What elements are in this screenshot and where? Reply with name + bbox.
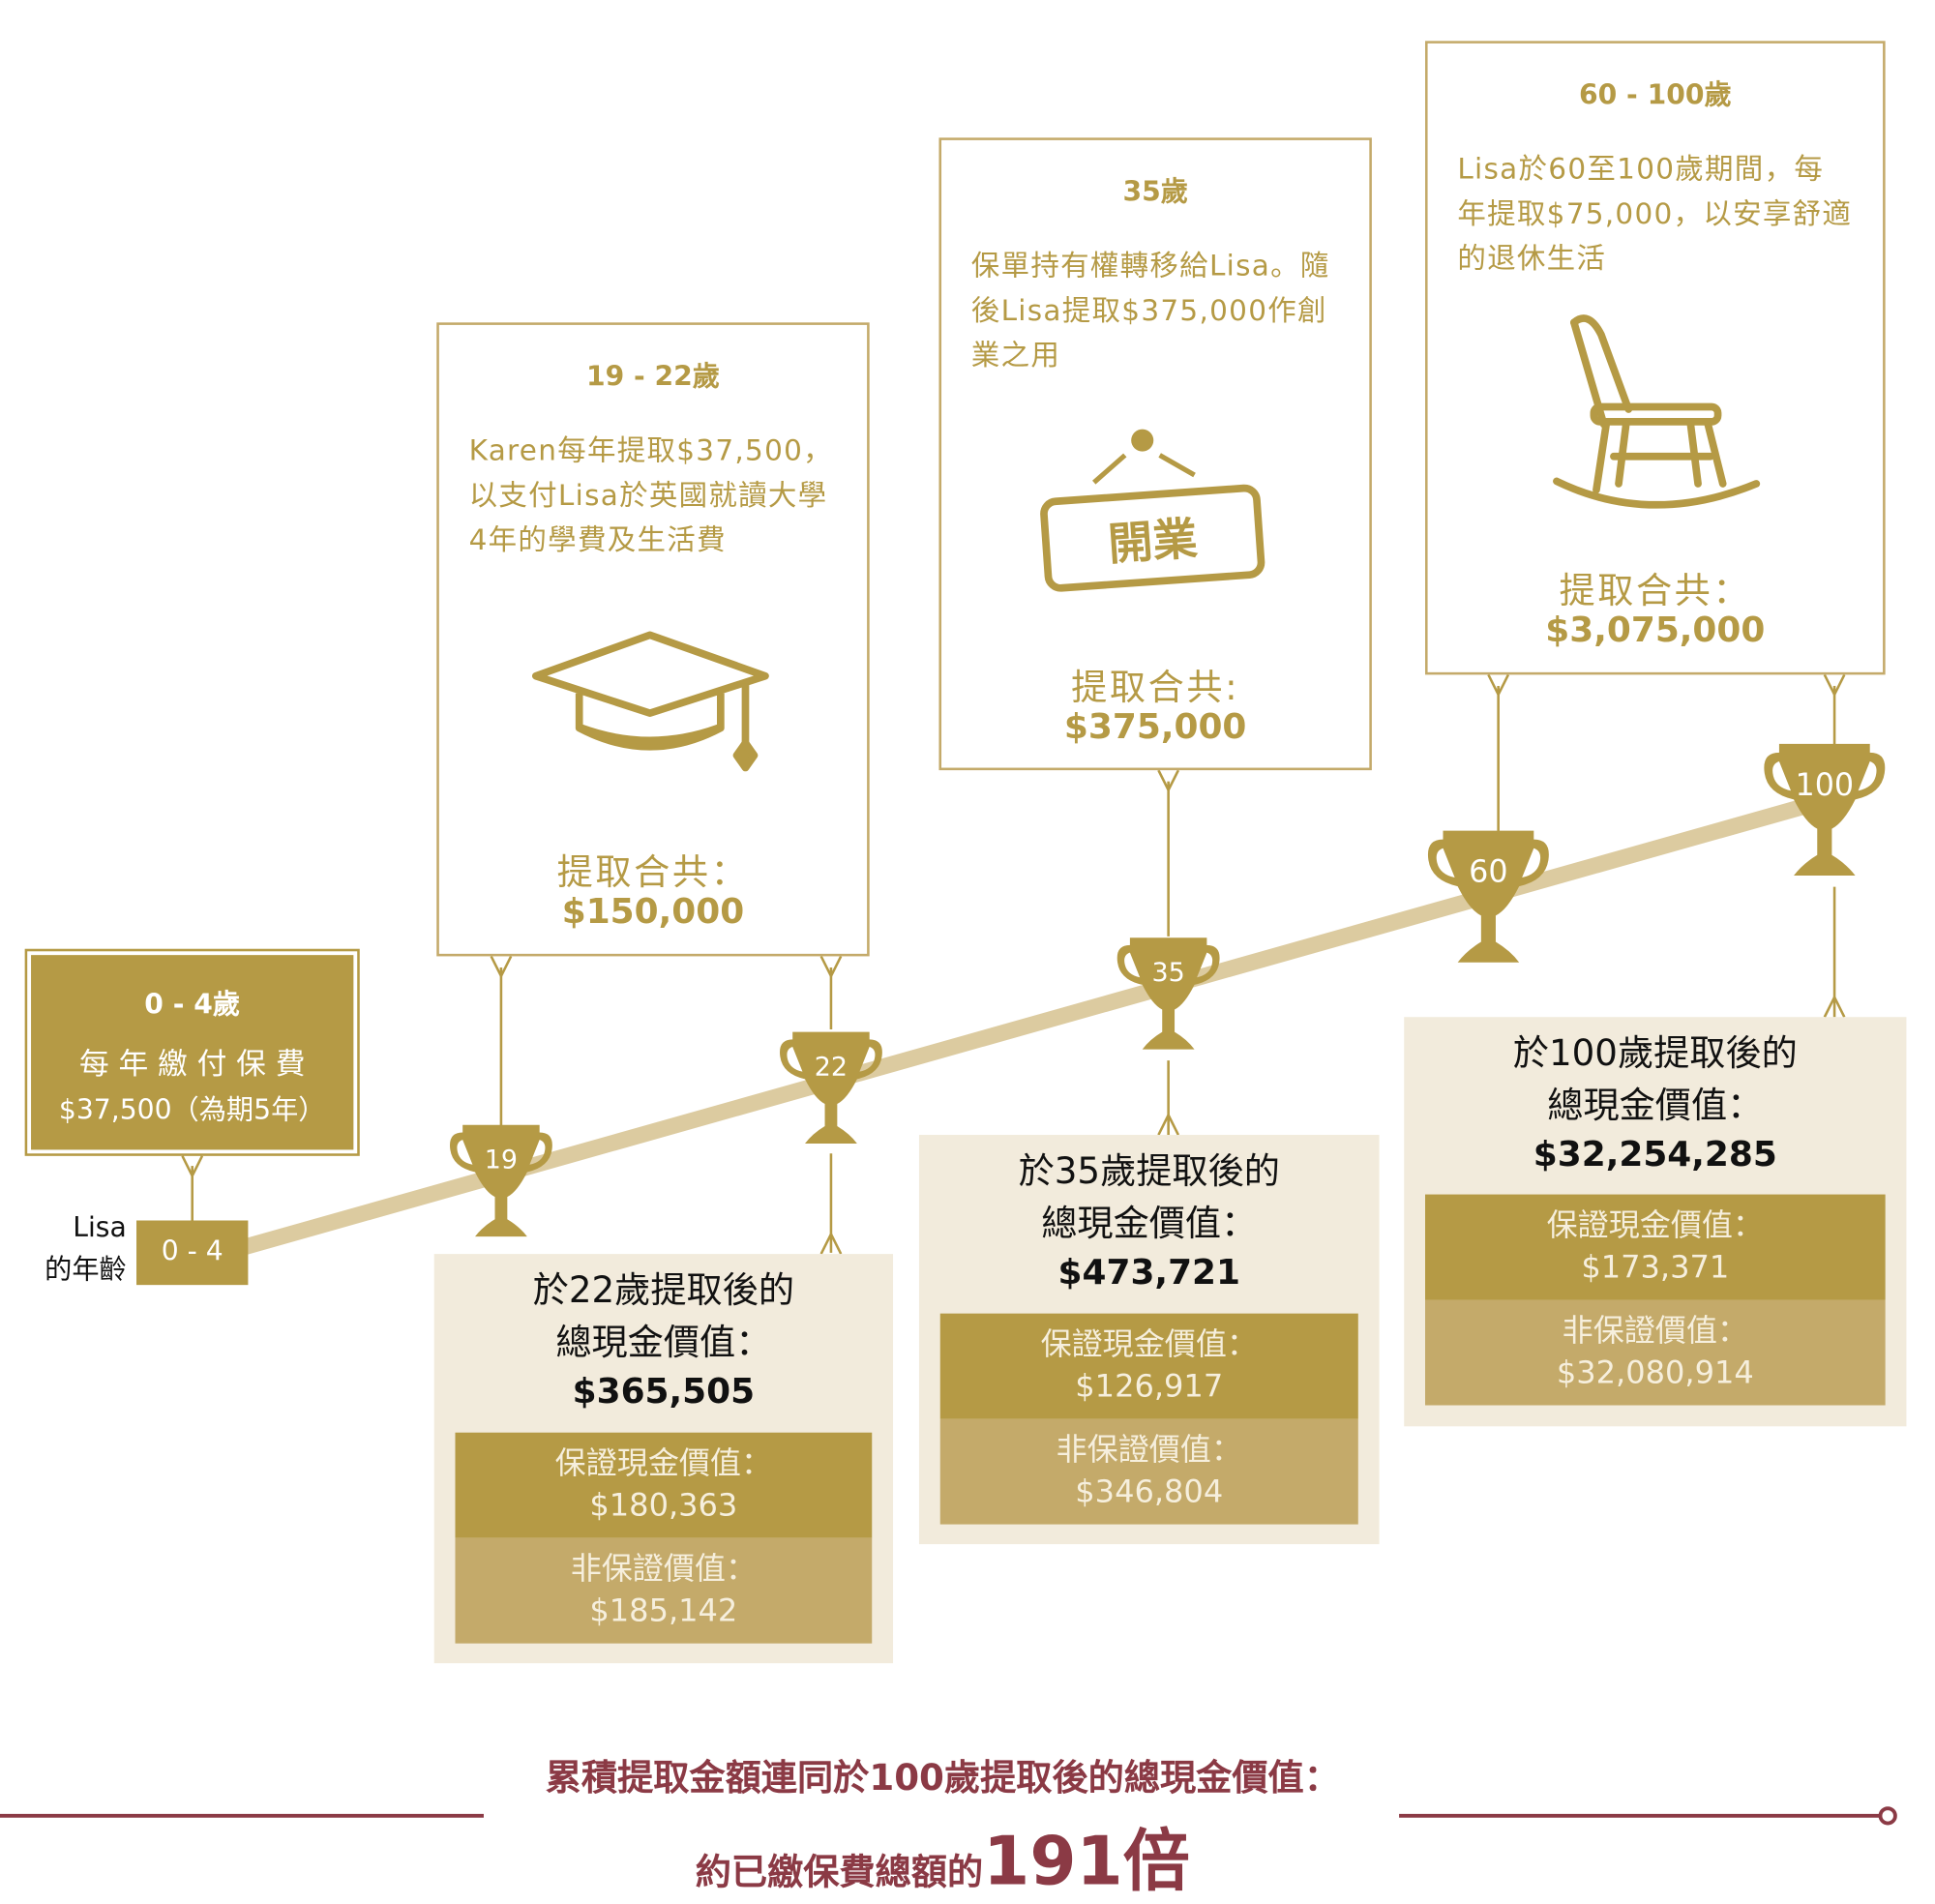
- graduation-cap-icon: [531, 631, 769, 772]
- milestone-desc: Karen每年提取$37,500，以支付Lisa於英國就讀大學4年的學費及生活費: [468, 434, 833, 557]
- non-guaranteed-label: 非保證價值：: [1056, 1431, 1242, 1468]
- sum-value: $375,000: [1063, 705, 1247, 747]
- milestone-title: 19 - 22歲: [585, 362, 721, 394]
- summary-multiple: 191倍: [983, 1822, 1190, 1901]
- trophy-label: 100: [1795, 767, 1855, 803]
- trophy-age-19: 19: [445, 1120, 556, 1244]
- guaranteed-value: $126,917: [1075, 1368, 1224, 1405]
- summary-divider: [0, 1806, 1897, 1826]
- guaranteed-band: 保證現金價值： $126,917: [939, 1313, 1358, 1419]
- total-value: $32,254,285: [1533, 1133, 1777, 1175]
- non-guaranteed-value: $185,142: [589, 1592, 738, 1629]
- premium-desc: 每 年 繳 付 保 費: [78, 1047, 306, 1082]
- trophy-icon: [1116, 937, 1220, 1050]
- value-box-100: 於100歲提取後的總現金價值： $32,254,285 保證現金價值： $173,…: [1404, 1017, 1907, 1427]
- value-heading: 於35歲提取後的: [1018, 1149, 1280, 1193]
- sum-value: $3,075,000: [1545, 609, 1766, 650]
- sign-text: 開業: [1107, 512, 1200, 570]
- trophy-age-100: 100: [1759, 738, 1890, 884]
- trophy-icon: [780, 1031, 882, 1145]
- milestone-box-35: 35歲 保單持有權轉移給Lisa。隨後Lisa提取$375,000作創業之用 開…: [938, 137, 1372, 771]
- person-name: Lisa: [73, 1212, 127, 1244]
- total-value: $473,721: [1057, 1251, 1240, 1293]
- non-guaranteed-band: 非保證價值： $185,142: [455, 1537, 873, 1644]
- non-guaranteed-value: $32,080,914: [1556, 1354, 1754, 1391]
- value-heading: 總現金價值：: [1041, 1202, 1258, 1244]
- age-label: 的年齡: [45, 1255, 127, 1287]
- open-sign-icon: 開業: [1040, 429, 1265, 592]
- trophy-icon: [1427, 830, 1549, 963]
- guaranteed-label: 保證現金價值：: [1546, 1206, 1765, 1243]
- trophy-label: 19: [484, 1145, 519, 1175]
- non-guaranteed-band: 非保證價值： $32,080,914: [1425, 1299, 1886, 1406]
- guaranteed-band: 保證現金價值： $173,371: [1425, 1194, 1886, 1300]
- person-age-label: Lisa 的年齡: [13, 1208, 127, 1293]
- summary-line1: 累積提取金額連同於100歲提取後的總現金價值：: [545, 1756, 1340, 1799]
- value-heading: 總現金價值：: [555, 1321, 772, 1363]
- trophy-age-22: 22: [775, 1026, 886, 1150]
- start-age-box: 0 - 4: [136, 1220, 249, 1286]
- sum-value: $150,000: [561, 890, 745, 932]
- value-heading: 於100歲提取後的: [1512, 1031, 1798, 1075]
- milestone-desc: 保單持有權轉移給Lisa。隨後Lisa提取$375,000作創業之用: [970, 250, 1330, 372]
- trophy-label: 35: [1151, 957, 1185, 988]
- milestone-box-60-100: 60 - 100歲 Lisa於60至100歲期間，每年提取$75,000，以安享…: [1425, 41, 1886, 675]
- guaranteed-value: $180,363: [589, 1487, 738, 1524]
- milestone-title: 60 - 100歲: [1578, 80, 1732, 112]
- value-box-22: 於22歲提取後的總現金價值： $365,505 保證現金價值：$180,363 …: [433, 1254, 894, 1664]
- value-heading: 總現金價值：: [1547, 1084, 1764, 1127]
- non-guaranteed-band: 非保證價值： $346,804: [939, 1418, 1358, 1525]
- trophy-label: 22: [814, 1052, 848, 1082]
- value-heading: 於22歲提取後的: [532, 1268, 795, 1312]
- rocking-chair-icon: [1553, 314, 1761, 509]
- non-guaranteed-label: 非保證價值：: [570, 1550, 758, 1587]
- trophy-age-35: 35: [1113, 933, 1224, 1056]
- non-guaranteed-value: $346,804: [1075, 1473, 1224, 1510]
- milestone-box-19-22: 19 - 22歲 Karen每年提取$37,500，以支付Lisa於英國就讀大學…: [436, 322, 870, 957]
- trophy-age-60: 60: [1422, 825, 1554, 971]
- guaranteed-value: $173,371: [1581, 1248, 1730, 1286]
- sum-label: 提取合共：: [556, 850, 750, 894]
- sum-label: 提取合共：: [1559, 569, 1752, 612]
- milestone-title: 35歲: [1122, 177, 1188, 209]
- value-box-35: 於35歲提取後的總現金價值： $473,721 保證現金價值：$126,917 …: [918, 1135, 1380, 1545]
- sum-label: 提取合共:: [1071, 666, 1240, 709]
- summary: 累積提取金額連同於100歲提取後的總現金價值： 約已繳保費總額的191倍: [372, 1749, 1513, 1904]
- trophy-icon: [1764, 743, 1886, 876]
- non-guaranteed-label: 非保證價值：: [1562, 1312, 1748, 1349]
- guaranteed-band: 保證現金價值： $180,363: [455, 1432, 873, 1538]
- trophy-icon: [449, 1124, 552, 1237]
- premium-amount: $37,500（為期5年）: [58, 1095, 326, 1127]
- trophy-label: 60: [1469, 853, 1508, 890]
- summary-prefix: 約已繳保費總額的: [695, 1850, 984, 1893]
- premium-title: 0 - 4歲: [144, 990, 241, 1022]
- total-value: $365,505: [572, 1370, 756, 1412]
- guaranteed-label: 保證現金價值：: [1040, 1325, 1258, 1362]
- guaranteed-label: 保證現金價值：: [554, 1444, 773, 1481]
- milestone-desc: Lisa於60至100歲期間，每年提取$75,000，以安享舒適的退休生活: [1457, 153, 1853, 276]
- premium-box: 0 - 4歲 每 年 繳 付 保 費 $37,500（為期5年）: [24, 948, 360, 1156]
